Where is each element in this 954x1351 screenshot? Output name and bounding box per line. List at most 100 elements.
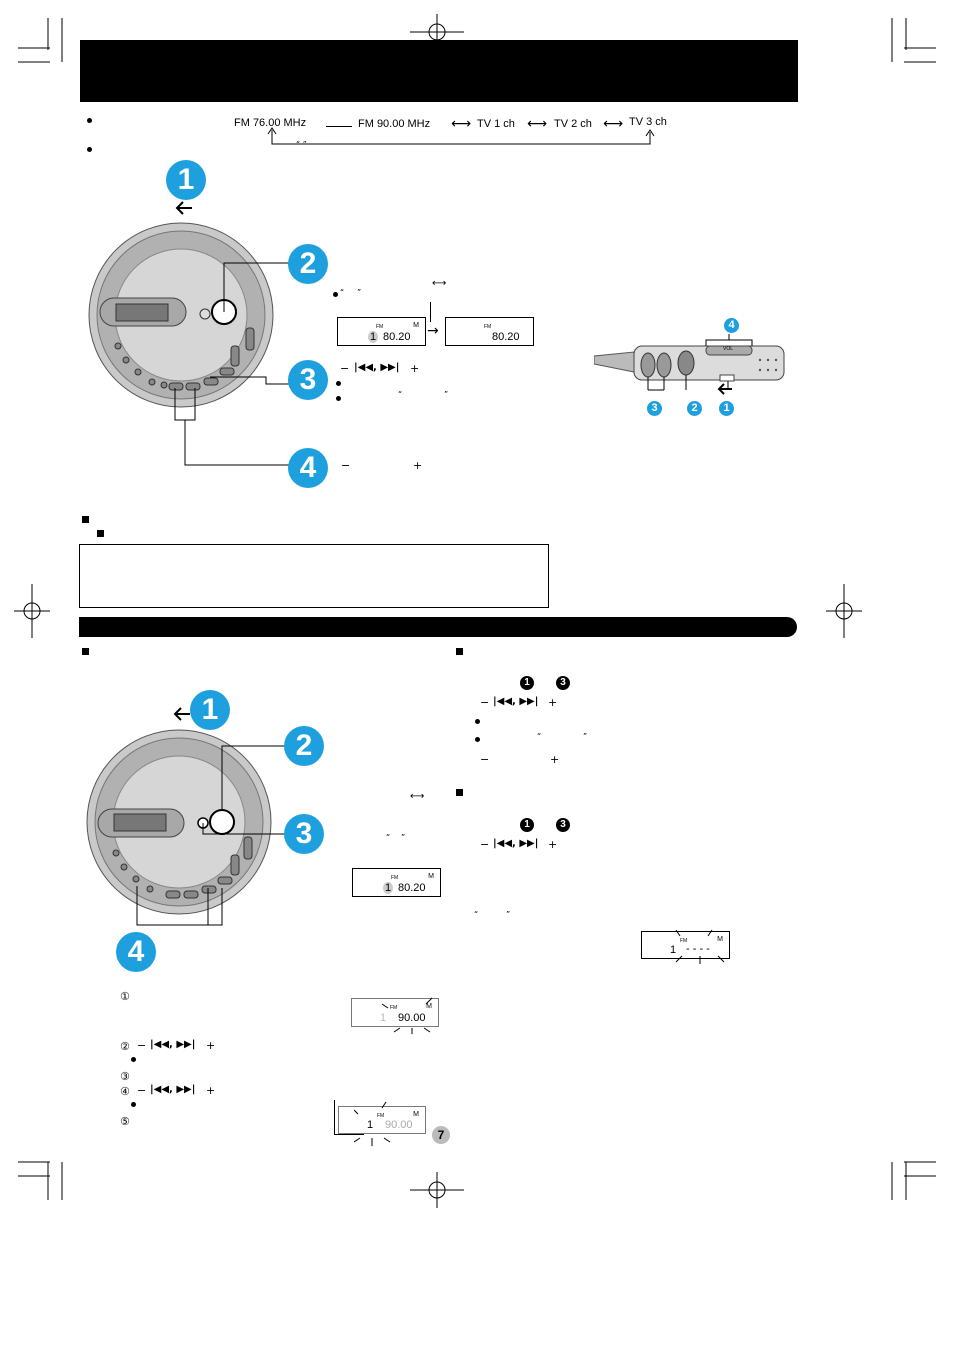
- step-num-1: ①: [120, 990, 130, 1003]
- quote-open: “: [386, 833, 391, 842]
- cd-player-illustration: [86, 729, 272, 915]
- quote-close: ”: [506, 910, 511, 919]
- display-preset-blink-channel: FM M 1 90.00: [338, 1106, 426, 1134]
- plus-sign: +: [206, 1039, 216, 1052]
- quote-close: ”: [444, 390, 449, 399]
- step-badge-2: 2: [288, 244, 328, 284]
- quote-open: “: [474, 910, 479, 919]
- section-square: [456, 648, 463, 655]
- band-arrow-icon: ⟷: [527, 116, 548, 132]
- pointer-line: [334, 1134, 364, 1135]
- quote-open: “: [398, 390, 403, 399]
- band-tv3: TV 3 ch: [629, 116, 667, 128]
- step-badge-4: 4: [116, 932, 156, 972]
- minus-sign: −: [480, 753, 490, 766]
- minus-sign: −: [137, 1039, 147, 1052]
- skip-buttons-icon: |◀◀, ▶▶|: [150, 1039, 196, 1050]
- step-num-5: ⑤: [120, 1115, 130, 1128]
- remote-badge-2: 2: [687, 401, 702, 416]
- quote-open: “: [340, 288, 345, 297]
- quote-close: ”: [401, 833, 406, 842]
- double-arrow-icon: ⟷: [410, 791, 425, 802]
- display-memory-on: FM M 1 80.20: [337, 317, 426, 346]
- step-badge-3: 3: [288, 360, 328, 400]
- cd-player-illustration: [88, 222, 274, 408]
- ref-badge-3: 3: [556, 676, 570, 690]
- quote-marks: “ ”: [296, 140, 307, 149]
- bullet: [87, 147, 92, 152]
- step-num-3: ③: [120, 1070, 130, 1083]
- minus-sign: −: [480, 696, 490, 709]
- section-square: [456, 789, 463, 796]
- minus-sign: −: [137, 1084, 147, 1097]
- step-badge-2: 2: [284, 726, 324, 766]
- ref-badge-1: 1: [520, 676, 534, 690]
- quote-close: ”: [583, 732, 588, 741]
- ref-badge-1: 1: [520, 818, 534, 832]
- skip-buttons-icon: |◀◀, ▶▶|: [493, 838, 539, 849]
- section-square: [82, 648, 89, 655]
- page-number: 7: [432, 1126, 450, 1144]
- step-badge-1: 1: [166, 160, 206, 200]
- remote-badge-1: 1: [719, 401, 734, 416]
- double-arrow-icon: ⟷: [432, 278, 447, 289]
- quote-open: “: [537, 732, 542, 741]
- display-memory-off: FM 80.20: [445, 317, 534, 346]
- band-tv1: TV 1 ch: [477, 118, 515, 130]
- bullet: [131, 1102, 136, 1107]
- bullet: [336, 381, 341, 386]
- arrow-left-icon: [173, 707, 190, 721]
- blink-marks-icon: [381, 997, 433, 1034]
- section-square: [97, 530, 104, 537]
- note-box: [79, 544, 549, 608]
- step-badge-3: 3: [284, 814, 324, 854]
- minus-sign: −: [341, 459, 351, 472]
- bullet: [131, 1057, 136, 1062]
- band-arrow-icon: ⟷: [451, 116, 472, 132]
- band-arrow-icon: ⟷: [603, 116, 624, 132]
- arrow-left-icon: [175, 201, 192, 215]
- pointer-line: [334, 1100, 335, 1134]
- plus-sign: +: [206, 1084, 216, 1097]
- band-dash-line: [326, 126, 352, 127]
- skip-buttons-icon: |◀◀, ▶▶|: [150, 1084, 196, 1095]
- section-heading-bar: [79, 617, 797, 637]
- remote-vol-label: VOL: [723, 346, 734, 352]
- remote-control-illustration: [594, 334, 785, 391]
- band-fm-low: FM 76.00 MHz: [234, 117, 307, 129]
- minus-sign: −: [340, 362, 350, 375]
- ref-badge-3: 3: [556, 818, 570, 832]
- arrow-right-icon: →: [427, 323, 439, 339]
- plus-sign: +: [548, 838, 558, 851]
- minus-sign: −: [480, 838, 490, 851]
- blink-marks-icon: [354, 1101, 391, 1146]
- quote-close: ”: [357, 288, 362, 297]
- step-badge-1: 1: [190, 690, 230, 730]
- plus-sign: +: [548, 696, 558, 709]
- section-square: [82, 516, 89, 523]
- plus-sign: +: [550, 753, 560, 766]
- header-bar: [80, 40, 798, 102]
- plus-sign: +: [410, 362, 420, 375]
- step-num-2: ②: [120, 1040, 130, 1053]
- skip-buttons-icon: |◀◀, ▶▶|: [493, 696, 539, 707]
- bullet: [336, 396, 341, 401]
- bullet: [475, 737, 480, 742]
- bullet: [475, 719, 480, 724]
- step-num-4: ④: [120, 1085, 130, 1098]
- remote-badge-4: 4: [724, 318, 739, 333]
- band-fm-high: FM 90.00 MHz: [358, 118, 431, 130]
- display-cleared-preset: FM M 1 - - - -: [641, 931, 730, 959]
- display-memory-stored: FM M 1 80.20: [352, 868, 441, 897]
- band-tv2: TV 2 ch: [554, 118, 592, 130]
- bullet: [333, 292, 338, 297]
- display-preset-blink-freq: FM M 1 90.00: [351, 998, 439, 1027]
- bullet: [87, 118, 92, 123]
- step-badge-4: 4: [288, 448, 328, 488]
- skip-buttons-icon: |◀◀, ▶▶|: [354, 362, 400, 373]
- band-loop-arrow-icon: [267, 127, 655, 145]
- plus-sign: +: [413, 459, 423, 472]
